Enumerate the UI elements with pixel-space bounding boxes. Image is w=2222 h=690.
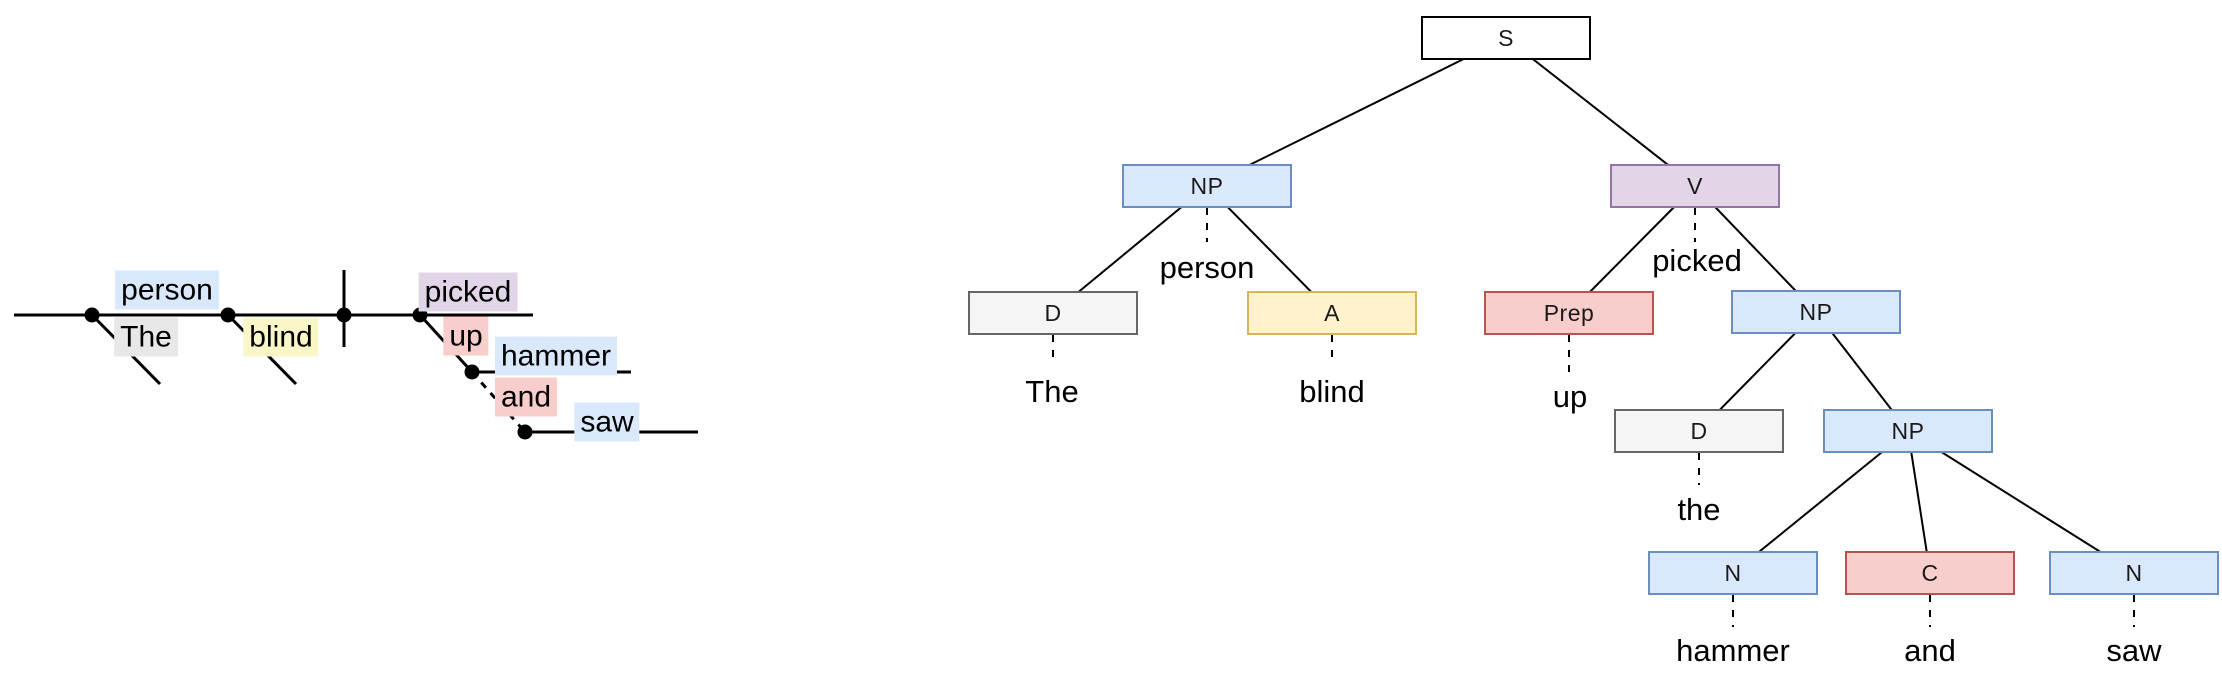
tree-leaf-up: up [1552, 379, 1588, 414]
edge-np3-n1 [1732, 430, 1909, 574]
tree-node-s: S [1421, 16, 1591, 60]
joint-dot [464, 364, 480, 380]
tree-leaf-the: the [1677, 492, 1721, 527]
tree-node-c: C [1845, 551, 2015, 595]
tree-node-label: S [1498, 24, 1514, 51]
tree-node-label: D [1044, 299, 1062, 326]
tree-node-np2: NP [1731, 290, 1901, 334]
tree-leaf-blind: blind [1299, 374, 1365, 409]
tree-leaf-the: The [1025, 374, 1079, 409]
tree-node-d1: D [968, 291, 1138, 335]
diagram-word-the: The [114, 317, 178, 357]
tree-node-np3: NP [1823, 409, 1993, 453]
diagram-word-saw: saw [574, 402, 640, 442]
tree-node-d2: D [1614, 409, 1784, 453]
tree-node-a: A [1247, 291, 1417, 335]
tree-node-prep: Prep [1484, 291, 1654, 335]
tree-node-label: NP [1799, 298, 1833, 325]
diagram-word-up: up [443, 316, 489, 356]
tree-node-label: V [1687, 172, 1703, 199]
tree-node-label: N [2125, 559, 2143, 586]
tree-node-label: D [1690, 417, 1708, 444]
tree-node-label: C [1921, 559, 1939, 586]
edge-s-np1 [1206, 37, 1507, 187]
joint-dot [84, 307, 100, 323]
tree-node-label: N [1724, 559, 1742, 586]
tree-leaf-and: and [1904, 633, 1956, 668]
joint-dot [336, 307, 352, 323]
tree-leaf-picked: picked [1652, 243, 1742, 278]
tree-node-label: Prep [1543, 299, 1595, 326]
diagram-word-person: person [115, 270, 219, 310]
tree-node-label: NP [1891, 417, 1925, 444]
tree-leaf-saw: saw [2106, 633, 2162, 668]
tree-node-v: V [1610, 164, 1780, 208]
joint-dot [517, 424, 533, 440]
edge-np3-n2 [1907, 430, 2135, 574]
diagram-word-hammer: hammer [494, 336, 618, 376]
tree-node-n1: N [1648, 551, 1818, 595]
tree-node-label: A [1324, 299, 1340, 326]
tree-leaf-hammer: hammer [1676, 633, 1790, 668]
tree-leaf-person: person [1159, 250, 1255, 285]
edge-np3-c [1907, 430, 1931, 574]
diagram-word-blind: blind [243, 317, 319, 357]
tree-node-n2: N [2049, 551, 2219, 595]
joint-dot [220, 307, 236, 323]
tree-node-np1: NP [1122, 164, 1292, 208]
tree-node-label: NP [1190, 172, 1224, 199]
diagram-word-picked: picked [418, 272, 518, 312]
edge-s-v [1505, 37, 1696, 187]
diagram-word-and: and [494, 377, 558, 417]
